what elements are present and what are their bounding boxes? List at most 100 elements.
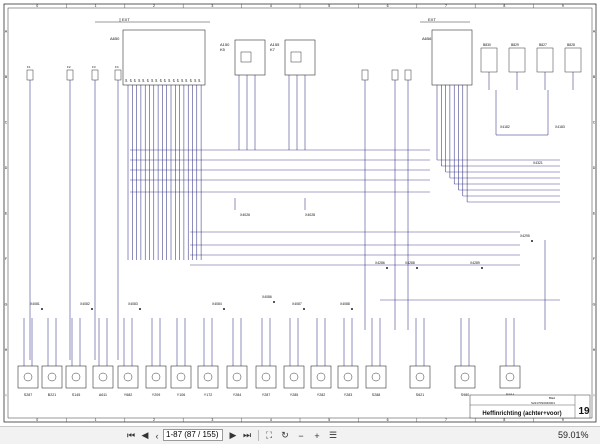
component-symbol	[151, 372, 161, 382]
right-fuse	[361, 69, 369, 81]
component-symbol	[316, 372, 326, 382]
connector-label: X4086	[262, 295, 272, 299]
connector-dot	[351, 308, 353, 310]
sensor-top-right	[536, 47, 554, 73]
connector-label: X4082	[80, 302, 90, 306]
connector-label: X4288	[405, 261, 415, 265]
column-marker: 4	[270, 418, 272, 422]
relay-label: A155	[270, 42, 280, 47]
terminal-x4028-label: X4028	[305, 213, 315, 217]
bottom-component	[117, 365, 139, 389]
connector-dot	[481, 267, 483, 269]
module-pin-label: pin	[168, 78, 171, 82]
module-pin-label: pin	[172, 78, 175, 82]
sheet-title: Heffinrichting (achter+voor)	[482, 411, 561, 417]
bottom-component-label: Y287	[262, 393, 270, 397]
module-pin-label: pin	[164, 78, 167, 82]
bottom-component-label: B221	[48, 393, 56, 397]
bottom-component-label: Y682	[124, 393, 132, 397]
bottom-component	[92, 365, 114, 389]
top-fuse	[91, 69, 99, 81]
first-page-icon[interactable]: ⏮	[126, 430, 136, 440]
toolbar-separator	[258, 430, 259, 441]
row-marker: A	[5, 29, 8, 33]
bottom-component-label: A611	[99, 393, 107, 397]
component-symbol	[71, 372, 81, 382]
module-pin-label: pin	[142, 78, 145, 82]
connector-label: X4081	[30, 302, 40, 306]
module-pin-label: pin	[138, 78, 141, 82]
bottom-component-label: Y284	[233, 393, 241, 397]
bottom-component	[255, 365, 277, 389]
zoom-out-icon[interactable]: −	[298, 430, 304, 441]
bottom-component-label: Y282	[317, 393, 325, 397]
connector-label: X4087	[292, 302, 302, 306]
relay-label: A150	[220, 42, 230, 47]
bottom-component	[365, 365, 387, 389]
row-marker: G	[5, 303, 8, 307]
ext-label-left: EXT	[122, 17, 130, 22]
fit-icon[interactable]: ⛶	[265, 430, 273, 440]
terminal-x4026-label: X4026	[240, 213, 250, 217]
module-a656-label: A656	[422, 36, 432, 41]
bottom-component	[145, 365, 167, 389]
relay-box	[284, 39, 316, 76]
column-marker: 6	[387, 418, 389, 422]
connector-dot	[386, 267, 388, 269]
page-down-icon[interactable]: ‹	[155, 430, 159, 441]
fuse-label: F2	[67, 65, 71, 69]
column-marker: 0	[36, 418, 38, 422]
row-marker: E	[593, 212, 596, 216]
connector-dot	[303, 308, 305, 310]
bottom-component-label: S980	[461, 393, 469, 397]
row-marker: B	[5, 75, 8, 79]
zoom-level: 59.01%	[558, 430, 589, 440]
prev-page-icon[interactable]: ◀	[141, 430, 149, 440]
last-page-icon[interactable]: ⏭	[242, 430, 252, 440]
column-marker: 1	[95, 4, 97, 8]
column-marker: 7	[445, 418, 447, 422]
top-fuse	[26, 69, 34, 81]
module-pin-label: pin	[134, 78, 137, 82]
module-pin-label: pin	[194, 78, 197, 82]
bottom-component	[41, 365, 63, 389]
relay-box	[234, 39, 266, 76]
component-symbol	[415, 372, 425, 382]
module-pin-label: pin	[155, 78, 158, 82]
rotate-icon[interactable]: ↻	[281, 430, 289, 440]
module-a650-label: A650	[110, 36, 120, 41]
zoom-in-icon[interactable]: +	[314, 430, 320, 441]
bottom-component	[409, 365, 431, 389]
right-fuse	[404, 69, 412, 81]
row-marker: H	[593, 348, 596, 352]
component-symbol	[123, 372, 133, 382]
page-number-input[interactable]	[163, 429, 223, 441]
row-marker: C	[593, 120, 596, 124]
column-marker: 9	[562, 4, 564, 8]
connector-dot	[91, 308, 93, 310]
bottom-component-label: Y283	[344, 393, 352, 397]
row-marker: A	[593, 29, 596, 33]
component-symbol	[47, 372, 57, 382]
component-symbol	[23, 372, 33, 382]
column-marker: 3	[211, 418, 213, 422]
bottom-component	[17, 365, 39, 389]
component-symbol	[176, 372, 186, 382]
row-marker: B	[593, 75, 596, 79]
component-symbol	[98, 372, 108, 382]
bottom-component	[499, 365, 521, 389]
connector-x4183: X4183	[555, 125, 565, 129]
module-pin-label: pin	[151, 78, 154, 82]
fuse-label: F4	[115, 65, 119, 69]
module-pin-label: pin	[198, 78, 201, 82]
row-marker: D	[5, 166, 8, 170]
sensor-top-right-label: B827	[539, 43, 547, 47]
module-pin-label: pin	[129, 78, 132, 82]
menu-icon[interactable]: ☰	[328, 430, 338, 440]
component-symbol	[371, 372, 381, 382]
next-page-icon[interactable]: ▶	[229, 430, 237, 440]
doc-number: S22170S0040001	[531, 401, 555, 405]
component-symbol	[261, 372, 271, 382]
module-a656	[431, 29, 473, 86]
ext-label-right: EXT	[428, 17, 436, 22]
